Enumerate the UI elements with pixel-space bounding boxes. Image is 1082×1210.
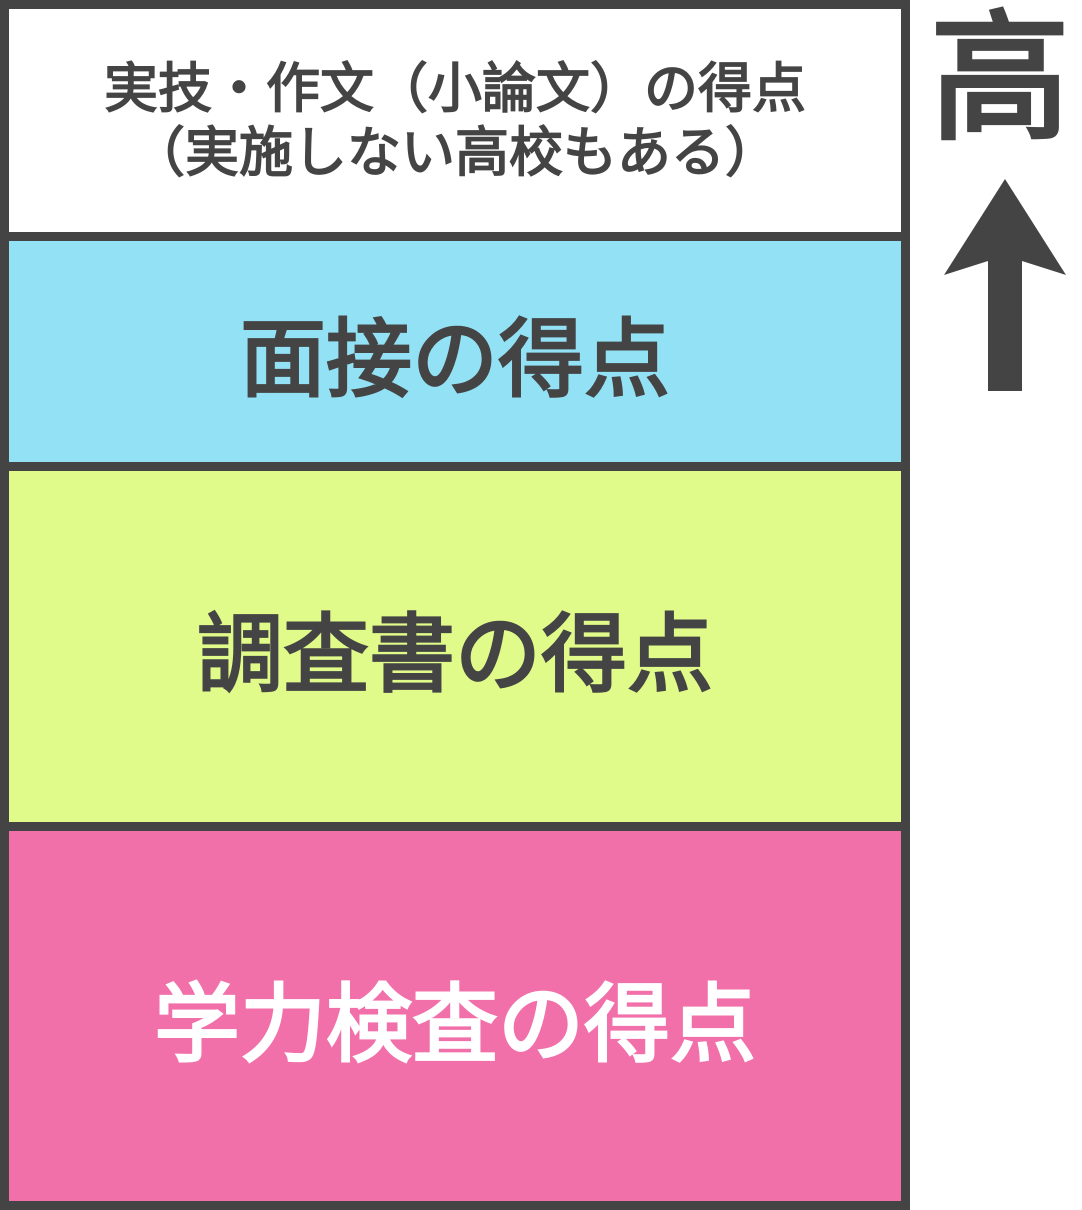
segment-report-card: 調査書の得点	[9, 471, 901, 822]
segment-interview-label: 面接の得点	[240, 310, 670, 410]
segment-practical-label: 実技・作文（小論文）の得点	[104, 56, 806, 120]
score-stack: 実技・作文（小論文）の得点 （実施しない高校もある） 面接の得点 調査書の得点 …	[0, 0, 910, 1210]
segment-report-label: 調査書の得点	[197, 605, 713, 705]
segment-academic-label: 学力検査の得点	[154, 974, 756, 1075]
segment-interview: 面接の得点	[9, 241, 901, 462]
segment-academic-test: 学力検査の得点	[9, 831, 901, 1201]
up-arrow-icon	[944, 179, 1066, 391]
segment-practical-essay: 実技・作文（小論文）の得点 （実施しない高校もある）	[9, 9, 901, 232]
high-label: 高	[930, 0, 1071, 161]
segment-practical-note: （実施しない高校もある）	[131, 120, 779, 184]
